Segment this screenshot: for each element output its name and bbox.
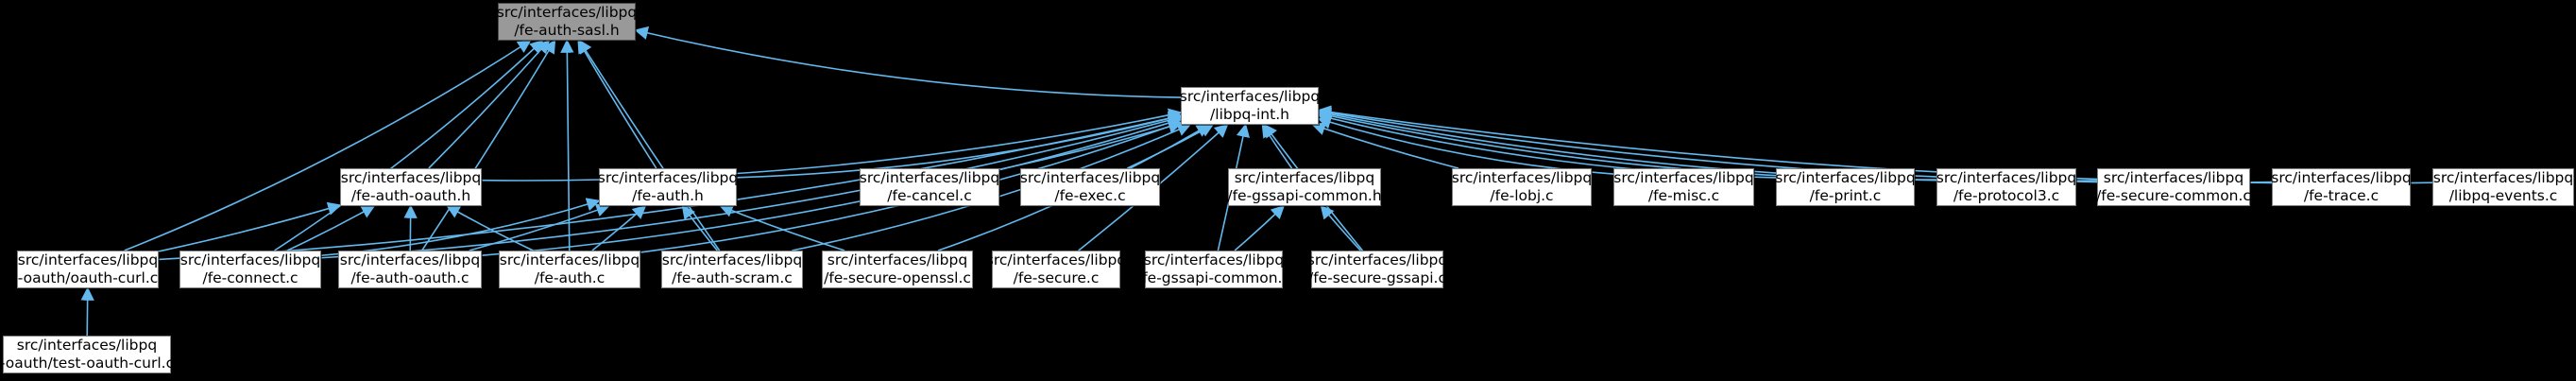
- graph-node-libpq-int-h[interactable]: src/interfaces/libpq/libpq-int.h: [1179, 87, 1321, 125]
- node-file-line: /fe-connect.c: [202, 269, 299, 286]
- graph-node-fe-auth-h[interactable]: src/interfaces/libpq/fe-auth.h: [597, 168, 739, 206]
- graph-edge-fe-auth-c-to-fe-auth-h: [591, 204, 647, 251]
- node-path-line: src/interfaces/libpq: [1179, 88, 1321, 105]
- node-path-line: src/interfaces/libpq: [1451, 169, 1593, 186]
- graph-node-fe-gssapi-common-h[interactable]: src/interfaces/libpq/fe-gssapi-common.h: [1227, 168, 1382, 206]
- node-path-line: src/interfaces/libpq: [1306, 251, 1448, 268]
- node-file-line: /fe-auth-scram.c: [672, 269, 793, 286]
- node-path-line: src/interfaces/libpq: [339, 251, 481, 268]
- node-path-line: src/interfaces/libpq: [1143, 251, 1285, 268]
- graph-edge-fe-auth-scram-c-to-fe-auth-h: [681, 204, 718, 251]
- node-file-line: /fe-auth-sasl.h: [514, 22, 620, 39]
- graph-edge-fe-secure-openssl-c-to-fe-auth-h: [719, 204, 845, 251]
- graph-edge-fe-auth-oauth-c-to-fe-auth-oauth-h: [403, 204, 418, 251]
- node-path-line: src/interfaces/libpq: [597, 169, 739, 186]
- graph-edge-fe-gssapi-common-c-to-fe-gssapi-common-h: [1234, 204, 1286, 251]
- graph-edge-fe-secure-gssapi-c-to-fe-gssapi-common-h: [1320, 204, 1361, 251]
- graph-edge-fe-connect-c-to-fe-auth-oauth-h: [286, 205, 376, 251]
- node-file-line: /fe-exec.c: [1054, 187, 1126, 204]
- node-file-line: /fe-misc.c: [1647, 187, 1720, 204]
- node-path-line: src/interfaces/libpq: [827, 251, 968, 268]
- graph-node-fe-secure-gssapi-c[interactable]: src/interfaces/libpq/fe-secure-gssapi.c: [1307, 251, 1447, 288]
- node-path-line: src/interfaces/libpq: [2432, 169, 2574, 186]
- graph-node-fe-secure-c[interactable]: src/interfaces/libpq/fe-secure.c: [986, 251, 1126, 288]
- graph-edge-fe-auth-oauth-c-to-libpq-int-h: [481, 116, 1183, 257]
- graph-edge-fe-connect-c-to-libpq-int-h: [320, 113, 1183, 259]
- graph-node-fe-auth-oauth-c[interactable]: src/interfaces/libpq/fe-auth-oauth.c: [338, 251, 482, 288]
- graph-node-fe-gssapi-common-c[interactable]: src/interfaces/libpq/fe-gssapi-common.c: [1137, 251, 1290, 288]
- node-path-line: src/interfaces/libpq: [1936, 169, 2077, 186]
- graph-node-fe-print-c[interactable]: src/interfaces/libpq/fe-print.c: [1775, 168, 1916, 206]
- graph-edge-fe-gssapi-common-h-to-libpq-int-h: [1261, 123, 1293, 169]
- node-path-line: src/interfaces/libpq: [661, 251, 803, 268]
- node-file-line: /fe-cancel.c: [887, 187, 972, 204]
- graph-node-test-oauth-curl-c[interactable]: src/interfaces/libpq-oauth/test-oauth-cu…: [0, 336, 175, 373]
- node-file-line: /fe-gssapi-common.h: [1227, 187, 1382, 204]
- node-file-line: /fe-auth.h: [632, 187, 704, 204]
- node-file-line: /fe-auth-oauth.c: [350, 269, 469, 286]
- node-path-line: src/interfaces/libpq: [1019, 169, 1161, 186]
- graph-node-fe-auth-sasl-h[interactable]: src/interfaces/libpq/fe-auth-sasl.h: [496, 3, 638, 41]
- graph-edge-test-oauth-curl-c-to-oauth-curl-c: [80, 286, 94, 337]
- node-file-line: -oauth/test-oauth-curl.c: [0, 355, 175, 372]
- node-path-line: src/interfaces/libpq: [2103, 169, 2244, 186]
- graph-edge-fe-lobj-c-to-libpq-int-h: [1311, 122, 1459, 169]
- graph-edge-fe-auth-h-to-fe-auth-sasl-h: [577, 39, 657, 169]
- graph-node-fe-lobj-c[interactable]: src/interfaces/libpq/fe-lobj.c: [1452, 168, 1592, 206]
- graph-edge-oauth-curl-c-to-fe-auth-sasl-h: [124, 40, 532, 251]
- graph-edge-oauth-curl-c-to-fe-auth-oauth-h: [158, 201, 342, 252]
- node-file-line: /libpq-int.h: [1210, 106, 1289, 123]
- node-path-line: src/interfaces/libpq: [499, 251, 640, 268]
- node-file-line: /fe-secure-openssl.c: [824, 269, 971, 286]
- node-file-line: /fe-auth-oauth.h: [350, 187, 471, 204]
- graph-node-fe-auth-c[interactable]: src/interfaces/libpq/fe-auth.c: [499, 251, 640, 288]
- graph-edge-libpq-int-h-to-fe-auth-sasl-h: [634, 26, 1182, 98]
- graph-node-fe-connect-c[interactable]: src/interfaces/libpq/fe-connect.c: [179, 251, 321, 288]
- node-path-line: src/interfaces/libpq: [985, 251, 1127, 268]
- node-path-line: src/interfaces/libpq: [179, 251, 321, 268]
- node-file-line: /fe-gssapi-common.c: [1137, 269, 1290, 286]
- graph-edge-fe-auth-h-to-libpq-int-h: [736, 112, 1183, 179]
- node-path-line: src/interfaces/libpq: [17, 251, 159, 268]
- node-file-line: /fe-secure-common.c: [2096, 187, 2251, 204]
- graph-edge-fe-auth-oauth-h-to-fe-auth-sasl-h: [428, 39, 551, 169]
- node-path-line: src/interfaces/libpq: [340, 169, 482, 186]
- graph-node-libpq-events-c[interactable]: src/interfaces/libpq/libpq-events.c: [2432, 168, 2574, 206]
- graph-node-fe-auth-oauth-h[interactable]: src/interfaces/libpq/fe-auth-oauth.h: [340, 168, 482, 206]
- node-path-line: src/interfaces/libpq: [859, 169, 1000, 186]
- node-path-line: src/interfaces/libpq: [16, 337, 158, 354]
- node-file-line: /fe-print.c: [1809, 187, 1882, 204]
- node-file-line: /libpq-events.c: [2448, 187, 2558, 204]
- node-file-line: /fe-protocol3.c: [1953, 187, 2060, 204]
- graph-node-fe-exec-c[interactable]: src/interfaces/libpq/fe-exec.c: [1020, 168, 1160, 206]
- graph-edge-fe-auth-oauth-c-to-fe-auth-sasl-h: [421, 39, 556, 251]
- graph-edge-fe-connect-c-to-fe-auth-sasl-h: [274, 39, 544, 251]
- node-path-line: src/interfaces/libpq: [1613, 169, 1754, 186]
- graph-edge-libpq-events-c-to-libpq-int-h: [1317, 105, 2433, 184]
- graph-node-fe-trace-c[interactable]: src/interfaces/libpq/fe-trace.c: [2271, 168, 2412, 206]
- node-file-line: /fe-auth.c: [534, 269, 606, 286]
- graph-edge-oauth-curl-c-to-libpq-int-h: [158, 112, 1183, 261]
- graph-node-fe-cancel-c[interactable]: src/interfaces/libpq/fe-cancel.c: [860, 168, 999, 206]
- node-file-line: /fe-secure.c: [1013, 269, 1100, 286]
- graph-node-fe-auth-scram-c[interactable]: src/interfaces/libpq/fe-auth-scram.c: [661, 251, 803, 288]
- graph-edge-fe-auth-c-to-fe-auth-sasl-h: [560, 39, 574, 251]
- node-file-line: /fe-secure-gssapi.c: [1308, 269, 1447, 286]
- node-file-line: /fe-lobj.c: [1490, 187, 1554, 204]
- graph-edge-fe-auth-oauth-h-to-libpq-int-h: [481, 108, 1183, 182]
- node-path-line: src/interfaces/libpq: [1775, 169, 1916, 186]
- graph-node-fe-protocol3-c[interactable]: src/interfaces/libpq/fe-protocol3.c: [1936, 168, 2076, 206]
- node-path-line: src/interfaces/libpq: [2271, 169, 2412, 186]
- graph-edge-fe-auth-oauth-c-to-fe-auth-h: [469, 203, 610, 251]
- graph-node-fe-misc-c[interactable]: src/interfaces/libpq/fe-misc.c: [1613, 168, 1754, 206]
- node-path-line: src/interfaces/libpq: [1234, 169, 1375, 186]
- node-file-line: -oauth/oauth-curl.c: [17, 269, 159, 286]
- node-path-line: src/interfaces/libpq: [496, 4, 638, 21]
- graph-node-oauth-curl-c[interactable]: src/interfaces/libpq-oauth/oauth-curl.c: [17, 251, 159, 288]
- graph-edge-fe-auth-scram-c-to-fe-auth-sasl-h: [578, 39, 721, 251]
- graph-node-fe-secure-openssl-c[interactable]: src/interfaces/libpq/fe-secure-openssl.c: [822, 251, 973, 288]
- graph-node-fe-secure-common-c[interactable]: src/interfaces/libpq/fe-secure-common.c: [2096, 168, 2251, 206]
- node-file-line: /fe-trace.c: [2303, 187, 2380, 204]
